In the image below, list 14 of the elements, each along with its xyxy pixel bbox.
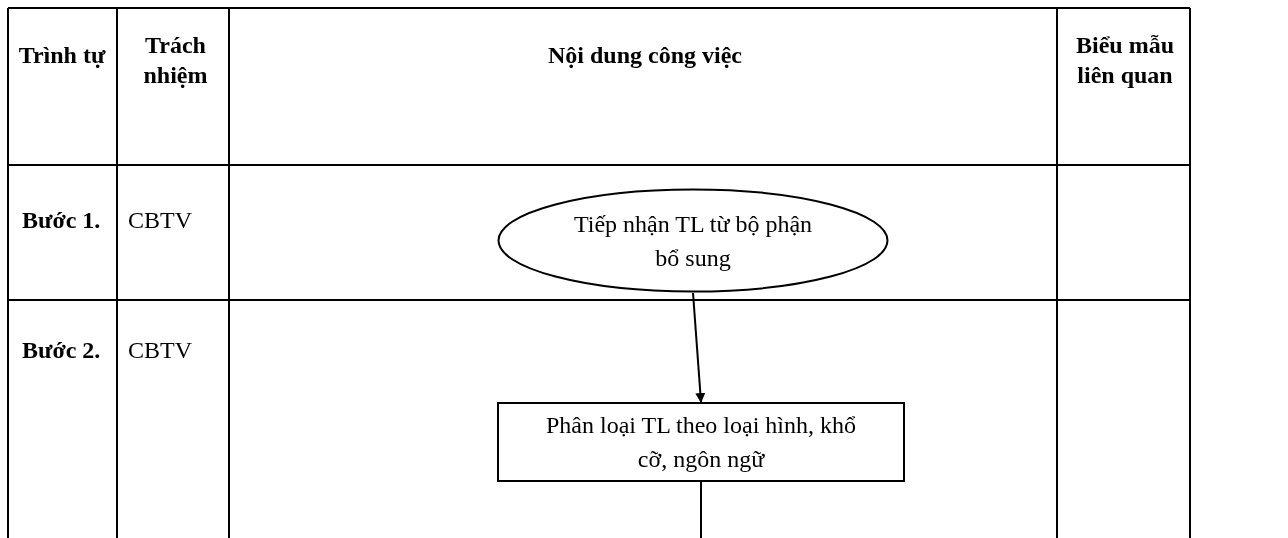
arrow — [692, 292, 706, 403]
responsible-text: CBTV — [128, 207, 192, 233]
node-text: Tiếp nhận TL từ bộ phận bổ sung — [573, 209, 813, 273]
column-header: Trình tự — [18, 42, 106, 68]
connector-line — [700, 481, 702, 538]
step-label: Bước 1. — [22, 207, 101, 233]
step-label: Bước 2. — [22, 337, 101, 363]
column-header: Nội dung công việc — [548, 42, 742, 68]
column-header: Biểu mẫu liên quan — [1076, 32, 1174, 88]
node-text: Phân loại TL theo loại hình, khổ cỡ, ngôn ngữ — [545, 411, 857, 474]
responsible-text: CBTV — [128, 337, 192, 363]
process-box — [497, 402, 905, 482]
column-header: Trách nhiệm — [143, 32, 208, 88]
start-ellipse — [497, 188, 889, 293]
